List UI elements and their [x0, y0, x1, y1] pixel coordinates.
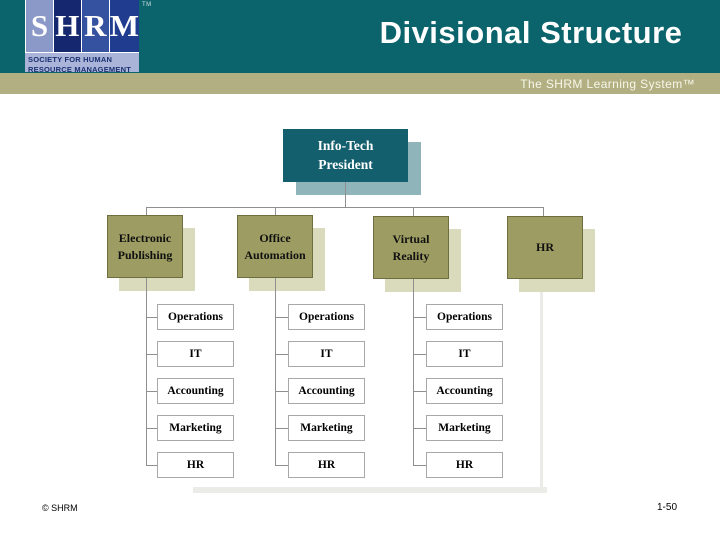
- org-node-department: Operations: [157, 304, 234, 330]
- logo-letter-r: R: [81, 0, 109, 52]
- org-node-department: HR: [288, 452, 365, 478]
- org-node-electronic-publishing: Electronic Publishing: [107, 215, 183, 278]
- connector-stub: [275, 391, 288, 392]
- org-node-department: IT: [157, 341, 234, 367]
- copyright-text: © SHRM: [42, 503, 78, 513]
- connector-root-drop: [345, 182, 346, 207]
- org-node-department: IT: [288, 341, 365, 367]
- logo-letter-s: S: [26, 0, 53, 52]
- connector-stub: [413, 465, 426, 466]
- connector-stub: [275, 354, 288, 355]
- connector-stub: [146, 465, 158, 466]
- org-node-department: Operations: [288, 304, 365, 330]
- shrm-logo-letters: S H R M: [25, 0, 139, 52]
- logo-subtext: SOCIETY FOR HUMAN RESOURCE MANAGEMENT: [25, 52, 139, 74]
- connector-stub: [146, 354, 158, 355]
- org-node-department: Marketing: [426, 415, 503, 441]
- org-node-office-automation: Office Automation: [237, 215, 313, 278]
- org-node-department: HR: [426, 452, 503, 478]
- shrm-logo: S H R M SOCIETY FOR HUMAN RESOURCE MANAG…: [25, 0, 139, 74]
- connector-stub: [146, 428, 158, 429]
- tagline-band: The SHRM Learning System™: [0, 73, 720, 94]
- logo-letter-m: M: [109, 0, 139, 52]
- connector-main-horizontal: [146, 207, 544, 208]
- connector-stub: [413, 317, 426, 318]
- org-node-department: Accounting: [426, 378, 503, 404]
- connector-stub: [275, 465, 288, 466]
- connector-column-3: [413, 207, 414, 465]
- org-node-virtual-reality: Virtual Reality: [373, 216, 449, 279]
- logo-subtext-line2: RESOURCE MANAGEMENT: [28, 64, 131, 74]
- org-node-label: Virtual: [392, 231, 430, 246]
- org-node-label: Automation: [244, 247, 306, 262]
- tagline-text: The SHRM Learning System™: [520, 76, 695, 91]
- panel-shadow-bottom: [193, 487, 547, 493]
- org-node-label: President: [318, 156, 373, 172]
- connector-stub: [413, 428, 426, 429]
- org-node-hr-division: HR: [507, 216, 583, 279]
- org-node-label: Office: [259, 230, 291, 245]
- org-node-department: Marketing: [288, 415, 365, 441]
- org-node-department: Operations: [426, 304, 503, 330]
- org-node-label: Electronic: [118, 230, 172, 245]
- org-node-label: Info-Tech: [317, 138, 374, 154]
- logo-subtext-line1: SOCIETY FOR HUMAN: [28, 55, 113, 64]
- slide-number: 1-50: [657, 502, 678, 513]
- org-node-department: Marketing: [157, 415, 234, 441]
- org-node-label: HR: [536, 240, 554, 255]
- org-node-label: Publishing: [117, 247, 173, 262]
- org-node-department: IT: [426, 341, 503, 367]
- org-node-department: HR: [157, 452, 234, 478]
- connector-stub: [275, 317, 288, 318]
- connector-stub: [275, 428, 288, 429]
- org-node-department: Accounting: [288, 378, 365, 404]
- panel-shadow-right: [540, 292, 543, 487]
- connector-stub: [413, 354, 426, 355]
- connector-hr-drop: [543, 207, 544, 217]
- connector-stub: [146, 317, 158, 318]
- connector-column-2: [275, 207, 276, 465]
- org-node-president: Info-Tech President: [283, 129, 408, 182]
- org-node-department: Accounting: [157, 378, 234, 404]
- logo-letter-h: H: [53, 0, 81, 52]
- connector-stub: [146, 391, 158, 392]
- page-title: Divisional Structure: [379, 15, 683, 50]
- org-node-label: Reality: [392, 248, 430, 263]
- connector-stub: [413, 391, 426, 392]
- connector-column-1: [146, 207, 147, 465]
- logo-trademark: TM: [142, 2, 152, 8]
